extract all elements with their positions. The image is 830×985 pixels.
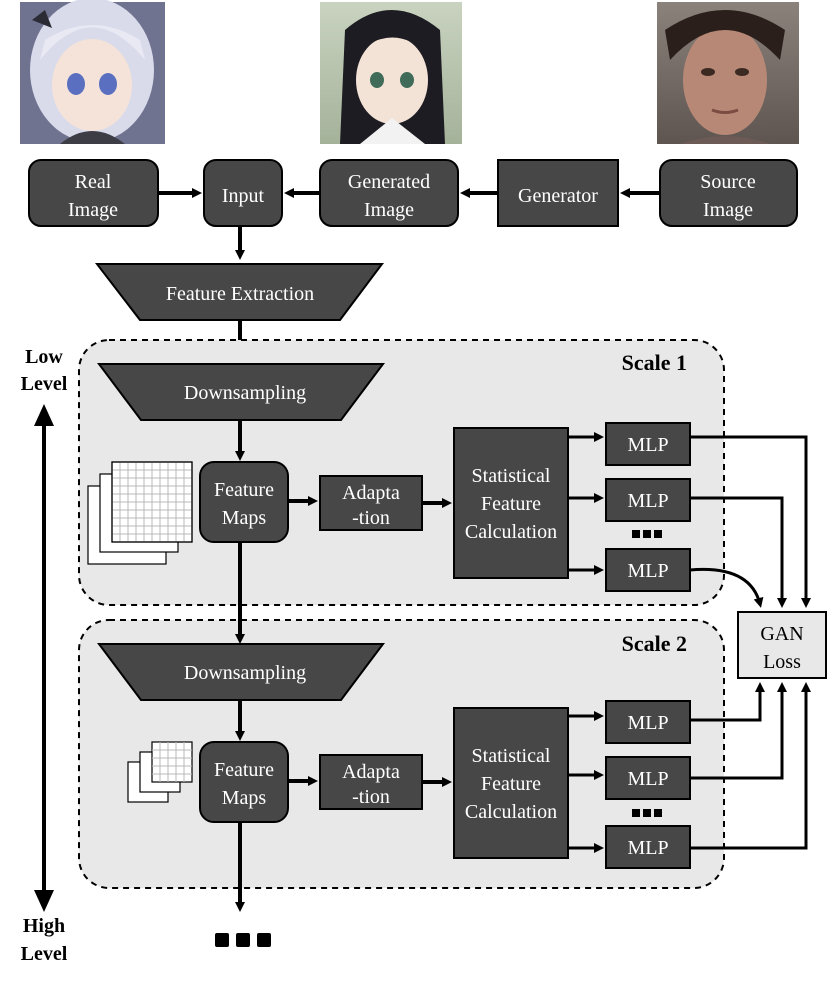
svg-text:Maps: Maps [222,507,267,529]
ellipsis-2 [632,809,662,817]
generator-box: Generator [497,159,619,227]
svg-text:Low: Low [25,346,63,368]
conn-mlp2a-gan [690,682,765,722]
feature-map-stack-2 [127,741,193,803]
axis-arrow-down-icon [34,890,54,912]
feature-maps-box-1: Feature Maps [199,461,289,543]
real-image-box: Real Image [28,159,159,227]
conn-mlp1c-gan [689,567,764,608]
svg-text:Generator: Generator [518,185,598,207]
gan-loss-box: GAN Loss [737,611,827,679]
ellipsis-1 [632,530,662,538]
svg-text:Adapta: Adapta [342,482,400,504]
mlp-box-2a: MLP [605,700,691,744]
conn-mlp2b-gan [690,682,787,780]
svg-text:Statistical: Statistical [472,745,551,767]
svg-text:-tion: -tion [352,507,390,529]
statistical-box-1: Statistical Feature Calculation [453,427,569,579]
feature-extraction-block: Feature Extraction [94,263,384,321]
svg-text:-tion: -tion [352,786,390,808]
svg-text:Level: Level [21,373,68,395]
conn-mlp1a-gan [690,435,811,608]
svg-text:Image: Image [68,199,118,221]
svg-text:Calculation: Calculation [465,801,557,823]
svg-text:Feature: Feature [481,773,541,795]
downsampling-block-2: Downsampling [97,643,385,701]
svg-text:Maps: Maps [222,787,267,809]
svg-text:MLP: MLP [627,434,668,456]
adaptation-box-2: Adapta -tion [319,754,423,810]
svg-text:MLP: MLP [627,712,668,734]
axis-arrow-up-icon [34,404,54,426]
svg-text:MLP: MLP [627,768,668,790]
svg-text:Calculation: Calculation [465,521,557,543]
svg-text:Scale 2: Scale 2 [622,631,687,656]
adaptation-box-1: Adapta -tion [319,475,423,531]
svg-text:Source: Source [700,171,756,193]
level-axis: Low Level High Level [21,346,68,965]
svg-text:Real: Real [75,171,112,193]
mlp-box-2c: MLP [605,825,691,869]
svg-text:Adapta: Adapta [342,761,400,783]
svg-text:Image: Image [364,199,414,221]
source-image-box: Source Image [659,159,798,227]
mlp-box-1c: MLP [605,548,691,592]
downsampling-block-1: Downsampling [97,363,385,421]
svg-text:Image: Image [703,199,753,221]
svg-text:Loss: Loss [763,651,801,673]
source-photo [657,2,799,144]
conn-mlp2c-gan [690,682,811,850]
mlp-box-2b: MLP [605,756,691,800]
svg-text:GAN: GAN [760,623,803,645]
svg-text:Downsampling: Downsampling [184,382,306,404]
svg-text:Statistical: Statistical [472,465,551,487]
mlp-box-1a: MLP [605,422,691,466]
svg-text:MLP: MLP [627,490,668,512]
feature-maps-box-2: Feature Maps [199,741,289,823]
svg-text:High: High [23,915,65,937]
svg-text:Input: Input [222,185,265,207]
svg-text:Feature: Feature [481,493,541,515]
statistical-box-2: Statistical Feature Calculation [453,707,569,859]
svg-text:Feature: Feature [214,479,274,501]
generated-image-box: Generated Image [319,159,459,227]
input-box: Input [203,159,283,227]
anime-image-2 [320,2,462,144]
svg-text:Scale 1: Scale 1 [622,350,687,375]
feature-map-stack-1 [87,461,193,565]
conn-mlp1b-gan [690,496,787,608]
svg-text:Feature: Feature [214,759,274,781]
svg-text:Feature Extraction: Feature Extraction [166,283,314,305]
svg-text:Downsampling: Downsampling [184,662,306,684]
svg-text:MLP: MLP [627,560,668,582]
anime-image-1 [20,0,165,144]
more-scales-ellipsis [215,933,271,947]
svg-text:Generated: Generated [348,171,430,193]
mlp-box-1b: MLP [605,478,691,522]
svg-text:Level: Level [21,943,68,965]
svg-text:MLP: MLP [627,837,668,859]
